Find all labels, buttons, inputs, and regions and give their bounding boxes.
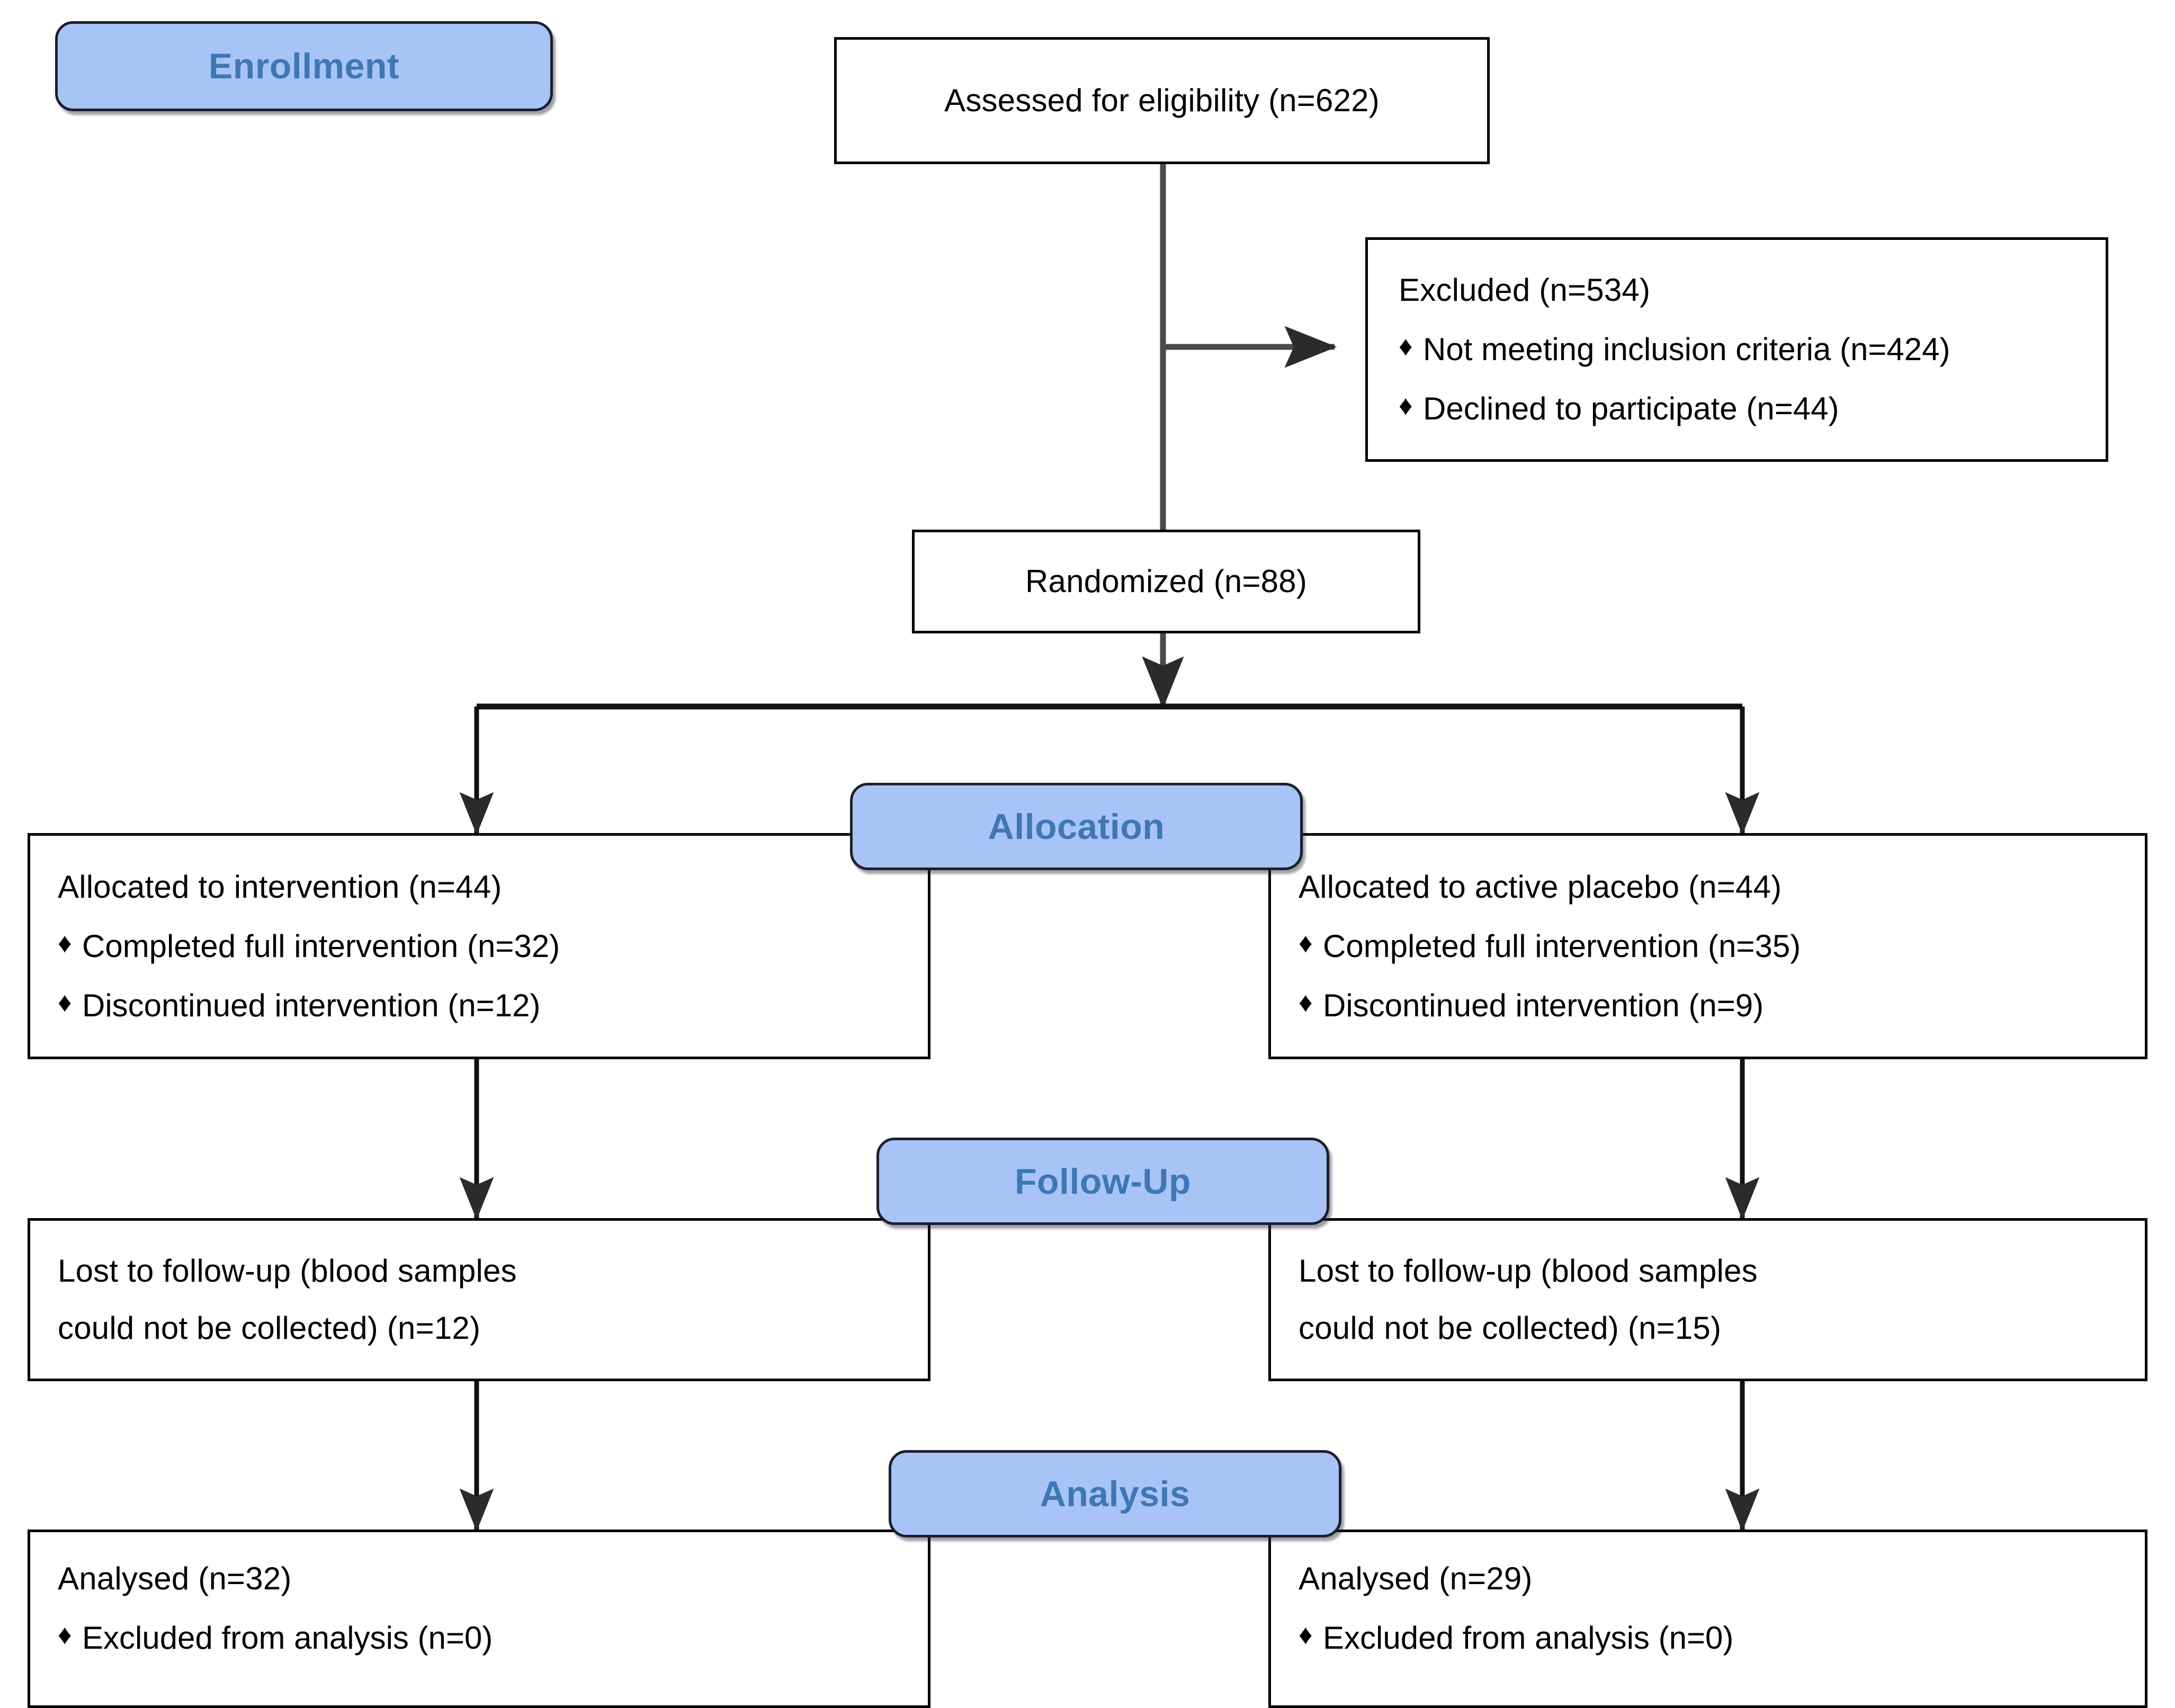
excluded-bullet-text: Declined to participate (n=44): [1423, 391, 1839, 426]
node-assessed-for-eligibility: Assessed for eligibility (n=622): [834, 37, 1490, 164]
allocation-left-bullet-item: ♦ Completed full intervention (n=32): [58, 926, 912, 967]
diamond-bullet-icon: ♦: [58, 927, 72, 959]
stage-badge-enrollment: Enrollment: [55, 21, 553, 111]
stage-badge-analysis-label: Analysis: [1040, 1473, 1191, 1514]
node-allocation-intervention: Allocated to intervention (n=44) ♦ Compl…: [28, 833, 930, 1059]
stage-badge-enrollment-label: Enrollment: [208, 46, 400, 86]
allocation-right-bullet-text: Completed full intervention (n=35): [1323, 928, 1801, 964]
allocation-right-bullet-item: ♦ Completed full intervention (n=35): [1299, 926, 2129, 967]
followup-right-line-1: Lost to follow-up (blood samples: [1299, 1253, 1758, 1289]
allocation-left-bullet-text: Discontinued intervention (n=12): [82, 987, 541, 1023]
diamond-bullet-icon: ♦: [58, 987, 72, 1018]
diamond-bullet-icon: ♦: [1399, 390, 1413, 421]
diamond-bullet-icon: ♦: [1299, 927, 1313, 959]
allocation-left-bullet-item: ♦ Discontinued intervention (n=12): [58, 985, 912, 1026]
analysis-right-bullet-item: ♦ Excluded from analysis (n=0): [1299, 1617, 2129, 1659]
diamond-bullet-icon: ♦: [1299, 1619, 1313, 1650]
excluded-bullet-item: ♦ Declined to participate (n=44): [1399, 388, 2090, 430]
allocation-left-heading: Allocated to intervention (n=44): [58, 869, 502, 905]
excluded-heading: Excluded (n=534): [1399, 272, 1651, 308]
stage-badge-allocation: Allocation: [850, 783, 1303, 870]
node-analysis-active-placebo: Analysed (n=29) ♦ Excluded from analysis…: [1268, 1530, 2147, 1708]
randomized-heading: Randomized (n=88): [1025, 564, 1308, 599]
excluded-bullet-text: Not meeting inclusion criteria (n=424): [1423, 332, 1950, 367]
node-excluded: Excluded (n=534) ♦ Not meeting inclusion…: [1365, 237, 2108, 462]
excluded-bullet-item: ♦ Not meeting inclusion criteria (n=424): [1399, 329, 2090, 370]
analysis-left-bullet-item: ♦ Excluded from analysis (n=0): [58, 1617, 912, 1659]
stage-badge-followup-label: Follow-Up: [1014, 1161, 1192, 1202]
followup-left-line-2: could not be collected) (n=12): [58, 1310, 481, 1346]
stage-badge-followup: Follow-Up: [876, 1138, 1329, 1225]
analysis-right-heading: Analysed (n=29): [1299, 1560, 1533, 1596]
analysis-left-heading: Analysed (n=32): [58, 1560, 292, 1596]
stage-badge-analysis: Analysis: [889, 1450, 1341, 1537]
node-followup-active-placebo: Lost to follow-up (blood samples could n…: [1268, 1218, 2147, 1381]
analysis-left-bullet-text: Excluded from analysis (n=0): [82, 1620, 493, 1656]
diamond-bullet-icon: ♦: [58, 1619, 72, 1650]
diamond-bullet-icon: ♦: [1299, 987, 1313, 1018]
node-analysis-intervention: Analysed (n=32) ♦ Excluded from analysis…: [28, 1530, 930, 1708]
assessed-heading: Assessed for eligibility (n=622): [944, 83, 1380, 118]
allocation-left-bullet-text: Completed full intervention (n=32): [82, 928, 560, 964]
followup-right-line-2: could not be collected) (n=15): [1299, 1310, 1722, 1346]
analysis-right-bullet-text: Excluded from analysis (n=0): [1323, 1620, 1734, 1656]
allocation-right-bullet-item: ♦ Discontinued intervention (n=9): [1299, 985, 2129, 1026]
allocation-right-heading: Allocated to active placebo (n=44): [1299, 869, 1782, 905]
node-followup-intervention: Lost to follow-up (blood samples could n…: [28, 1218, 930, 1381]
allocation-right-bullet-text: Discontinued intervention (n=9): [1323, 987, 1764, 1023]
followup-left-line-1: Lost to follow-up (blood samples: [58, 1253, 517, 1289]
stage-badge-allocation-label: Allocation: [988, 806, 1165, 847]
node-allocation-active-placebo: Allocated to active placebo (n=44) ♦ Com…: [1268, 833, 2147, 1059]
diamond-bullet-icon: ♦: [1399, 331, 1413, 362]
node-randomized: Randomized (n=88): [912, 530, 1420, 633]
